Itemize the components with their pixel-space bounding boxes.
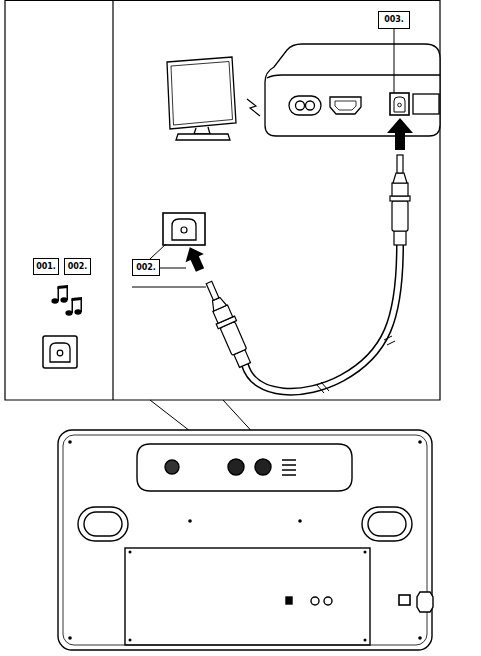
insert-arrow xyxy=(181,243,209,274)
extra-port xyxy=(413,94,439,114)
optical-port xyxy=(399,595,410,605)
screw xyxy=(188,519,192,523)
tv-neck xyxy=(194,127,210,134)
power-inlet xyxy=(417,592,433,612)
break-stroke xyxy=(384,336,395,345)
bass-port xyxy=(78,507,128,541)
hdmi-inner xyxy=(335,101,356,110)
connector-panel xyxy=(125,548,370,645)
speaker-edge xyxy=(63,435,427,645)
usb-port xyxy=(286,597,292,604)
screw xyxy=(364,551,367,554)
tv-bezel xyxy=(171,62,233,126)
callout-number: 001. xyxy=(36,263,56,271)
bass-port-inner xyxy=(368,512,406,536)
note-beam xyxy=(72,297,83,301)
optical-plug xyxy=(200,279,254,369)
optical-dot xyxy=(398,103,402,107)
source-box xyxy=(265,44,440,136)
port-dot xyxy=(181,227,187,233)
leader-line xyxy=(150,244,166,259)
port-door xyxy=(172,219,196,240)
note-beam xyxy=(58,285,69,289)
plug-cone xyxy=(393,173,407,183)
bass-port xyxy=(362,507,412,541)
callout-box: 003. xyxy=(378,11,410,29)
control-marks xyxy=(282,460,296,475)
callout-box: 001. xyxy=(33,258,59,275)
note-stem xyxy=(58,287,60,301)
screw xyxy=(418,636,422,640)
callout-box: 002. xyxy=(132,259,160,276)
plug-sleeve xyxy=(392,201,408,231)
jack-port xyxy=(324,597,332,605)
break-stroke xyxy=(316,382,329,393)
optical-port xyxy=(390,93,409,115)
plug-ring xyxy=(390,196,410,201)
plug-body xyxy=(392,183,408,196)
hdmi-port xyxy=(330,97,361,114)
cable-core xyxy=(245,245,400,392)
tv-screen xyxy=(167,57,236,129)
break-mark xyxy=(316,336,395,393)
optical-plug xyxy=(390,155,410,245)
control-knob xyxy=(228,459,244,475)
screw xyxy=(68,440,72,444)
panel-divider xyxy=(112,1,113,401)
speaker-body xyxy=(58,430,432,650)
optical-dot xyxy=(57,350,63,356)
control-recess xyxy=(137,444,352,491)
socket-lobe xyxy=(296,101,305,110)
power-socket xyxy=(289,96,321,115)
control-knob xyxy=(165,460,179,474)
music-notes xyxy=(51,285,82,316)
screw xyxy=(364,639,367,642)
optical-frame xyxy=(43,336,77,368)
box-edge xyxy=(267,75,440,78)
callout-number: 002. xyxy=(136,264,156,272)
speaker-rear xyxy=(58,430,433,650)
wireless-sign xyxy=(247,99,260,116)
optical-door xyxy=(394,97,405,112)
tv-stand xyxy=(176,134,230,140)
plug-ferrule xyxy=(206,281,219,300)
callout-number: 002. xyxy=(68,263,88,271)
blank-line xyxy=(132,287,206,288)
note-stem xyxy=(72,299,74,313)
plug-boot xyxy=(394,231,406,245)
television xyxy=(167,57,236,140)
jack-port xyxy=(311,597,319,605)
screw xyxy=(129,639,132,642)
screws xyxy=(68,440,422,641)
leader-line xyxy=(394,29,395,93)
screw xyxy=(68,636,72,640)
screw xyxy=(129,551,132,554)
box-body xyxy=(265,44,440,136)
control-knob xyxy=(255,459,271,475)
detail-frame xyxy=(5,1,440,401)
arrow-shape xyxy=(181,243,209,274)
callout-box: 002. xyxy=(64,258,91,275)
socket-lobe xyxy=(306,101,315,110)
optical-door xyxy=(50,343,70,362)
callout-number: 003. xyxy=(384,16,404,24)
bass-port-inner xyxy=(84,512,122,536)
insert-arrow xyxy=(387,118,413,150)
screw xyxy=(298,519,302,523)
plug-ferrule xyxy=(397,155,403,173)
port-frame xyxy=(163,213,205,245)
speaker-optical-port xyxy=(163,213,205,245)
screw xyxy=(418,440,422,444)
optical-cable xyxy=(245,245,400,392)
optical-icon xyxy=(43,336,77,368)
